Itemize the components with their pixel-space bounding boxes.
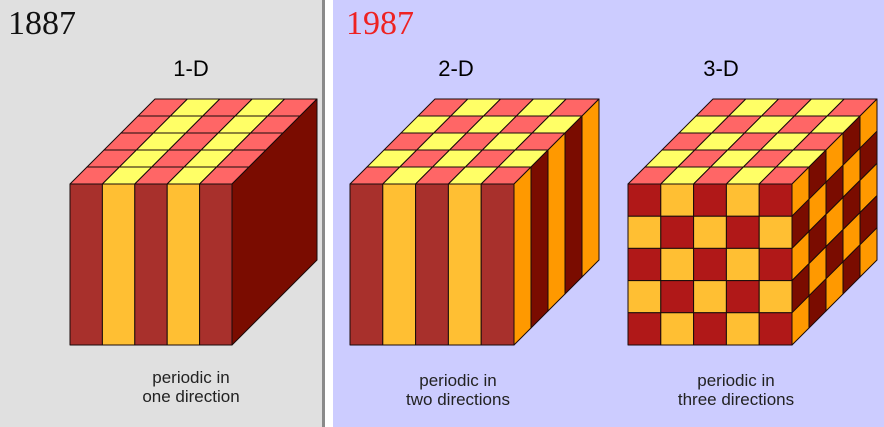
front-tile — [758, 280, 793, 314]
caption-1d-line2: one direction — [142, 387, 240, 406]
front-tile — [627, 183, 662, 217]
year-1887: 1887 — [8, 5, 76, 42]
front-tile — [660, 183, 695, 217]
front-tile — [758, 183, 793, 217]
front-tile — [693, 215, 727, 249]
caption-3d-line1: periodic in — [697, 371, 775, 390]
label-2d: 2-D — [438, 56, 474, 81]
front-tile — [627, 215, 662, 249]
cube-2d — [349, 98, 600, 346]
front-stripe — [166, 183, 201, 346]
side-stripe — [547, 132, 566, 312]
front-tile — [693, 183, 727, 217]
side-stripe — [581, 98, 600, 278]
cube-1d — [69, 98, 318, 346]
year-1987: 1987 — [346, 5, 414, 42]
front-tile — [660, 280, 695, 314]
front-tile — [660, 312, 695, 346]
caption-2d-line1: periodic in — [419, 371, 497, 390]
front-tile — [660, 215, 695, 249]
front-tile — [693, 280, 727, 314]
front-stripe — [134, 183, 168, 346]
front-stripe — [480, 183, 515, 346]
label-3d: 3-D — [703, 56, 739, 81]
front-stripe — [101, 183, 136, 346]
front-tile — [758, 247, 793, 282]
front-tile — [627, 247, 662, 282]
front-tile — [693, 312, 727, 346]
front-stripe — [349, 183, 384, 346]
front-tile — [758, 215, 793, 249]
front-tile — [693, 247, 727, 282]
front-tile — [725, 215, 760, 249]
front-stripe — [382, 183, 417, 346]
front-tile — [725, 312, 760, 346]
front-stripe — [69, 183, 103, 346]
cube-3d — [627, 98, 878, 346]
caption-1d-line1: periodic in — [152, 368, 230, 387]
side-stripe — [564, 115, 583, 295]
panel-divider — [322, 0, 325, 427]
label-1d: 1-D — [173, 56, 209, 81]
front-tile — [725, 280, 760, 314]
front-tile — [758, 312, 793, 346]
front-tile — [627, 280, 662, 314]
front-tile — [627, 312, 662, 346]
front-tile — [725, 247, 760, 282]
front-stripe — [415, 183, 449, 346]
front-tile — [660, 247, 695, 282]
caption-1d: periodic in one direction — [91, 368, 291, 406]
front-tile — [725, 183, 760, 217]
front-stripe — [199, 183, 233, 346]
side-stripe — [513, 166, 532, 346]
caption-3d: periodic in three directions — [636, 371, 836, 409]
side-stripe — [530, 149, 549, 329]
side-tile — [859, 227, 878, 278]
caption-3d-line2: three directions — [677, 390, 795, 409]
front-stripe — [447, 183, 482, 346]
caption-2d-line2: two directions — [406, 390, 510, 409]
caption-2d: periodic in two directions — [358, 371, 558, 409]
